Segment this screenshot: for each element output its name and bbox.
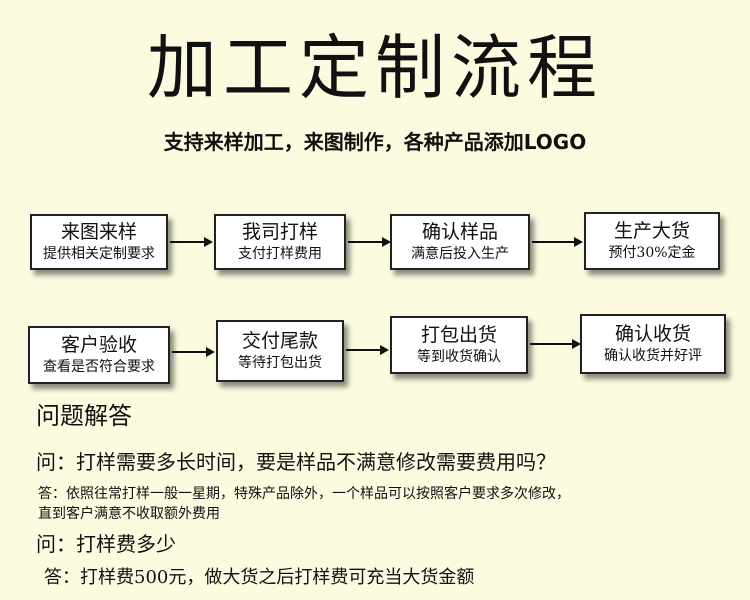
- arrow-right-icon: [172, 347, 215, 357]
- arrow-right-icon: [346, 345, 389, 355]
- arrow-right-icon: [348, 237, 391, 247]
- step-box-sample-provide: 来图来样 提供相关定制要求: [30, 214, 168, 270]
- answer-2: 答：打样费500元，做大货之后打样费可充当大货金额: [44, 567, 475, 588]
- step-box-confirm-receipt: 确认收货 确认收货并好评: [580, 314, 726, 374]
- step-desc: 支付打样费用: [238, 246, 322, 262]
- step-desc: 等到收货确认: [417, 349, 501, 365]
- qa-heading: 问题解答: [36, 402, 132, 430]
- step-box-mass-production: 生产大货 预付30%定金: [584, 212, 720, 270]
- step-title: 生产大货: [613, 220, 690, 242]
- step-box-packing-shipping: 打包出货 等到收货确认: [390, 316, 528, 374]
- step-desc: 确认收货并好评: [604, 348, 702, 364]
- step-title: 客户验收: [60, 334, 137, 356]
- step-desc: 提供相关定制要求: [43, 246, 155, 262]
- step-title: 来图来样: [60, 221, 137, 243]
- page-title: 加工定制流程: [147, 27, 603, 109]
- step-desc: 查看是否符合要求: [43, 359, 155, 375]
- arrow-right-icon: [170, 237, 213, 247]
- step-title: 我司打样: [241, 221, 318, 243]
- step-box-final-payment: 交付尾款 等待打包出货: [216, 320, 344, 382]
- step-title: 确认样品: [421, 221, 498, 243]
- step-desc: 预付30%定金: [608, 245, 696, 261]
- step-box-make-sample: 我司打样 支付打样费用: [214, 214, 346, 270]
- step-box-confirm-sample: 确认样品 满意后投入生产: [390, 214, 530, 270]
- step-desc: 等待打包出货: [238, 355, 322, 371]
- question-1: 问：打样需要多长时间，要是样品不满意修改需要费用吗？: [36, 450, 556, 474]
- step-title: 交付尾款: [241, 330, 318, 352]
- question-2: 问：打样费多少: [36, 532, 176, 556]
- answer-1-line-2: 直到客户满意不收取额外费用: [38, 506, 220, 522]
- arrow-right-icon: [532, 237, 583, 247]
- arrow-right-icon: [530, 339, 581, 349]
- step-box-acceptance: 客户验收 查看是否符合要求: [28, 326, 170, 384]
- step-title: 确认收货: [614, 323, 691, 345]
- page-subtitle: 支持来样加工，来图制作，各种产品添加LOGO: [163, 130, 587, 154]
- step-title: 打包出货: [420, 324, 497, 346]
- answer-1-line-1: 答：依照往常打样一般一星期，特殊产品除外，一个样品可以按照客户要求多次修改，: [38, 486, 570, 502]
- step-desc: 满意后投入生产: [411, 246, 509, 262]
